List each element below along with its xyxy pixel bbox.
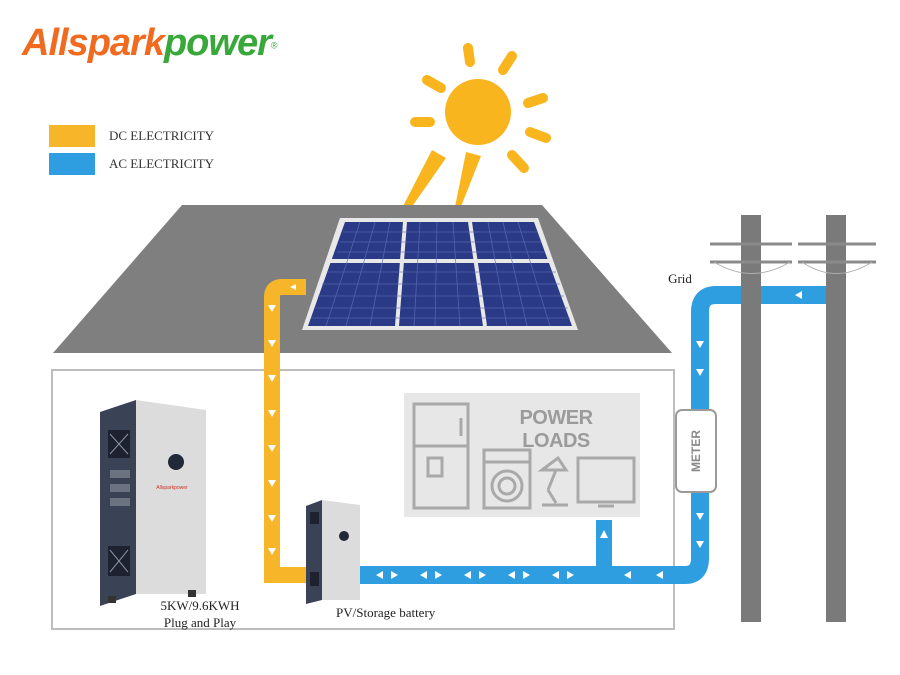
power-loads-title: POWER LOADS [519, 407, 593, 452]
power-loads-panel [404, 393, 640, 517]
dc-line [264, 279, 310, 583]
inverter-battery-unit [100, 400, 206, 606]
desk-lamp-icon [537, 455, 569, 507]
solar-panel-array [302, 218, 578, 330]
utility-poles [710, 215, 876, 622]
inverter-caption-line2: Plug and Play [163, 615, 237, 630]
pv-storage-battery-unit [306, 500, 360, 604]
logo-text-green: power [163, 22, 272, 64]
meter-label: METER [689, 430, 703, 472]
meter-box [675, 409, 717, 493]
legend-ac-label: AC ELECTRICITY [109, 156, 215, 171]
dc-swatch [49, 125, 95, 147]
grid-label: Grid [668, 271, 692, 286]
registered-mark: ® [270, 40, 278, 51]
logo-text-orange: Allspark [22, 22, 165, 64]
ac-swatch [49, 153, 95, 175]
fridge-icon [412, 402, 470, 510]
legend-ac: AC ELECTRICITY [49, 153, 214, 175]
sun-icon [388, 43, 551, 234]
tv-icon [576, 456, 636, 508]
battery-caption: PV/Storage battery [336, 605, 436, 620]
washing-machine-icon [482, 448, 532, 510]
device-brand-label: Allsparkpower [156, 485, 188, 491]
legend-dc-label: DC ELECTRICITY [109, 128, 215, 143]
allsparkpower-logo: Allsparkpower® [22, 22, 352, 68]
legend-dc: DC ELECTRICITY [49, 125, 214, 147]
inverter-caption: 5KW/9.6KWH Plug and Play [150, 597, 250, 631]
inverter-caption-line1: 5KW/9.6KWH [160, 598, 240, 613]
meter-label-wrap: METER [683, 414, 709, 488]
